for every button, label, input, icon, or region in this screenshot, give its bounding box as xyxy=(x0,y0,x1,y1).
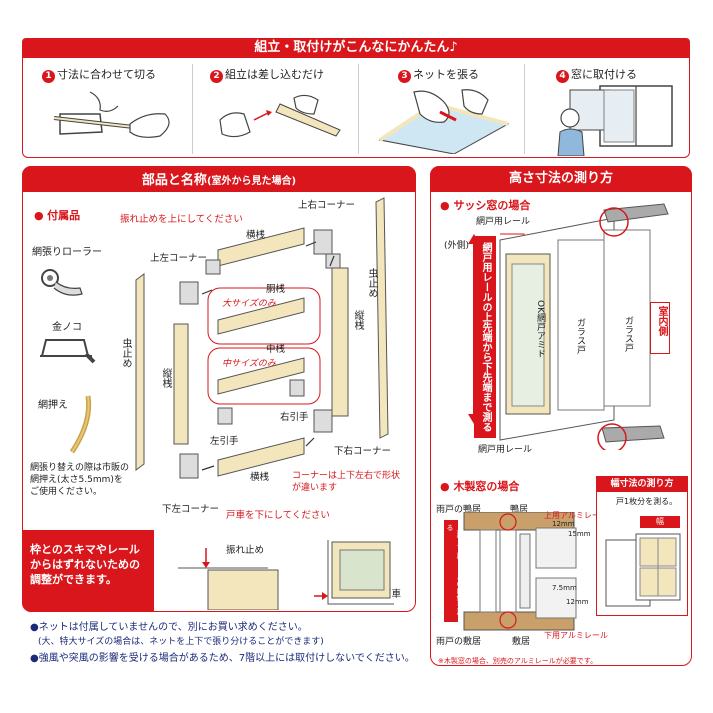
step-divider xyxy=(358,64,359,154)
height-title: 高さ寸法の測り方 xyxy=(430,166,692,192)
width-title: 幅寸法の測り方 xyxy=(596,476,688,492)
step-number: 1 xyxy=(42,70,55,83)
wood-title-text: 木製窓の場合 xyxy=(453,480,520,493)
step-number: 2 xyxy=(210,70,223,83)
parts-subtitle: (室外から見た場合) xyxy=(206,176,297,187)
amado-shikii-label: 雨戸の敷居 xyxy=(436,637,482,647)
dim-12-label: 12mm xyxy=(552,520,575,528)
ok-amido-label: OK網戸アミド xyxy=(535,300,545,358)
right-tatesan-label: 縦桟 xyxy=(352,310,363,330)
glass-door-2-label: ガラス戸 xyxy=(623,316,633,352)
wood-title: ● 木製窓の場合 xyxy=(440,480,520,493)
roller-icon xyxy=(41,269,83,296)
bottom-right-corner-label: 下右コーナー xyxy=(334,446,392,457)
net-illustration xyxy=(378,89,510,154)
accessory-note: 網張り替えの際は市販の網押え(太さ5.5mm)をご使用ください。 xyxy=(30,463,130,497)
left-handle-label: 左引手 xyxy=(210,436,239,447)
accessories-title: ● 付属品 xyxy=(34,209,81,222)
step-label: 組立は差し込むだけ xyxy=(225,68,324,81)
assembly-illustration xyxy=(219,94,341,138)
step-divider xyxy=(192,64,193,154)
width-note: 戸1枚分を測る。 xyxy=(616,497,678,506)
upper-rail-label: 上用アルミレール xyxy=(544,511,608,520)
wood-measure-band xyxy=(444,520,458,622)
right-mushidome-label: 虫止め xyxy=(366,268,377,298)
glass-door-1-label: ガラス戸 xyxy=(575,318,585,354)
accessory-roller-label: 網張りローラー xyxy=(32,247,102,258)
step-number: 4 xyxy=(556,70,569,83)
outside-label: (外側) xyxy=(444,241,470,251)
togurma-bottom-label: 戸車を下にしてください xyxy=(226,510,330,521)
top-right-corner-label: 上右コーナー xyxy=(298,200,356,211)
width-band: 幅 xyxy=(640,516,680,528)
frame-parts-diagram xyxy=(135,197,389,479)
width-diagram xyxy=(605,533,681,607)
note-wind: ●強風や突風の影響を受ける場合があるため、7階以上には取付けしないでください。 xyxy=(30,653,415,664)
left-mushidome-label: 虫止め xyxy=(120,338,131,368)
adjust-detail-diagram xyxy=(178,540,394,610)
togurma-label: 戸車 xyxy=(382,589,402,600)
top-yokosan-label: 横桟 xyxy=(246,230,266,241)
cutting-illustration xyxy=(53,91,170,138)
step-label: 寸法に合わせて切る xyxy=(57,68,156,81)
sash-title-text: サッシ窓の場合 xyxy=(453,199,531,212)
note-net-sub: (大、特大サイズの場合は、ネットを上下で張り分けることができます) xyxy=(38,637,324,647)
measure-text: 網戸用レールの上先端から下先端まで測る xyxy=(480,242,491,432)
amado-kamoi-label: 雨戸の鴨居 xyxy=(436,505,482,515)
furedome-label: 振れ止め xyxy=(226,545,265,556)
adjustment-text: 枠とのスキマやレールからはずれないための調整ができます。 xyxy=(30,543,140,586)
bottom-yokosan-label: 横桟 xyxy=(250,472,270,483)
accessory-spline-label: 網押え xyxy=(38,400,68,411)
furedome-top-label: 振れ止めを上にしてください xyxy=(120,214,243,225)
sash-diagram xyxy=(468,203,669,450)
measure-band xyxy=(474,236,496,438)
accessory-saw-label: 金ノコ xyxy=(52,322,82,333)
corner-note: コーナーは上下左右で形状が違います xyxy=(292,471,401,493)
step-label: 窓に取付ける xyxy=(571,68,637,81)
saw-icon xyxy=(40,339,96,364)
note-net: ●ネットは付属していませんので、別にお買い求めください。 xyxy=(30,622,308,633)
width-label: 幅 xyxy=(656,517,664,526)
assembly-title: 組立・取付けがこんなにかんたん♪ xyxy=(22,38,690,58)
wood-measure-text: 上用・下用レールの内側を測る xyxy=(446,524,464,615)
top-left-corner-label: 上左コーナー xyxy=(150,253,208,264)
kamoi-label: 鴨居 xyxy=(510,505,529,515)
amido-rail-top-label: 網戸用レール xyxy=(476,217,531,227)
accessories-title-text: 付属品 xyxy=(47,209,81,222)
lower-rail-label: 下用アルミレール xyxy=(544,631,608,640)
parts-title: 部品と名称 xyxy=(141,173,207,188)
dim-75-label: 7.5mm xyxy=(552,584,577,592)
mid-only-label: 中サイズのみ xyxy=(222,359,276,369)
adjustment-box xyxy=(22,530,154,612)
big-only-label: 大サイズのみ xyxy=(222,299,276,309)
wood-note: ※木製窓の場合、別売のアルミレールが必要です。 xyxy=(438,657,598,665)
amido-rail-bottom-label: 網戸用レール xyxy=(478,445,533,455)
left-tatesan-label: 縦桟 xyxy=(160,368,171,388)
shikii-label: 敷居 xyxy=(512,637,531,647)
install-illustration xyxy=(557,85,673,156)
step-number: 3 xyxy=(398,70,411,83)
step-label: ネットを張る xyxy=(413,68,479,81)
parts-header: 部品と名称(室外から見た場合) xyxy=(22,166,416,192)
step-divider xyxy=(524,64,525,154)
sash-title: ● サッシ窓の場合 xyxy=(440,199,531,212)
right-handle-label: 右引手 xyxy=(280,412,309,423)
dim-15-label: 15mm xyxy=(568,530,591,538)
dim-12b-label: 12mm xyxy=(566,598,589,606)
spline-icon xyxy=(69,395,92,454)
dosan-label: 胴桟 xyxy=(266,284,286,295)
inside-label: 室内側 xyxy=(656,306,667,336)
inside-box xyxy=(650,302,670,354)
chusan-label: 中桟 xyxy=(266,344,286,355)
wood-diagram xyxy=(463,512,577,631)
bottom-left-corner-label: 下左コーナー xyxy=(162,504,220,515)
